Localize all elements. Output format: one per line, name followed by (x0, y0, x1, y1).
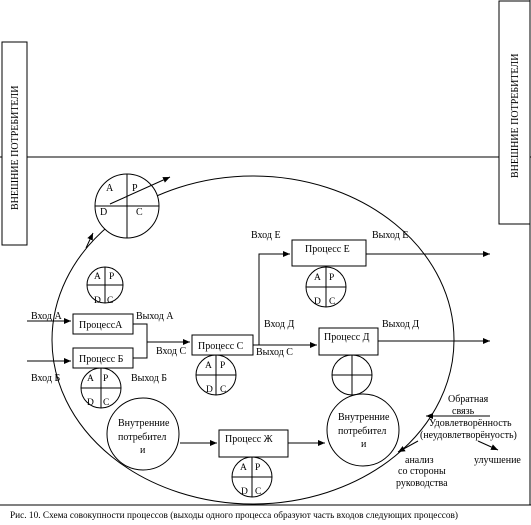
feedback-label-1: Обратная (448, 394, 489, 405)
output-d-label: Выход Д (382, 319, 419, 330)
input-e-arrow (258, 251, 290, 345)
process-e-box: Процесс Е (291, 239, 367, 267)
pdca-p-label: P (132, 183, 138, 194)
process-c-box: Процесс С (191, 334, 254, 356)
input-e-label: Вход Е (251, 230, 281, 241)
pdca-cycle-b: A P D C (80, 367, 122, 409)
external-consumers-box-left (1, 41, 28, 246)
process-zh-box: Процесс Ж (218, 429, 289, 458)
input-b-label: Вход Б (31, 373, 60, 384)
analysis-label-3: руководства (396, 478, 448, 489)
svg-text:A: A (240, 463, 247, 473)
process-a-box: ПроцессА (72, 313, 134, 335)
external-consumers-label-right: ВНЕШНИЕ ПОТРЕБИТЕЛИ (510, 54, 521, 178)
input-a-label: Вход А (31, 311, 62, 322)
svg-text:C: C (103, 398, 109, 408)
svg-text:D: D (94, 296, 101, 306)
improvement-branch-arrow (477, 440, 499, 451)
pdca-cycle-large: A P D C (94, 173, 171, 239)
svg-text:и: и (140, 445, 146, 456)
pdca-d-label: D (100, 207, 107, 218)
improvement-arrow (109, 176, 171, 205)
svg-text:C: C (220, 385, 226, 395)
svg-text:C: C (107, 296, 113, 306)
input-d-label: Вход Д (264, 319, 294, 330)
svg-text:Процесс Ж: Процесс Ж (225, 434, 273, 445)
svg-text:D: D (241, 487, 248, 497)
svg-text:потребител: потребител (118, 432, 166, 443)
svg-text:A: A (87, 374, 94, 384)
output-b-label: Выход Б (131, 373, 167, 384)
pdca-cycle-a: A P D C (86, 266, 124, 306)
svg-text:A: A (205, 361, 212, 371)
svg-text:P: P (329, 273, 334, 283)
external-consumers-box-right (498, 0, 531, 225)
svg-text:потребител: потребител (338, 426, 386, 437)
svg-text:Внутренние: Внутренние (118, 418, 170, 429)
pdca-c-label: C (136, 207, 143, 218)
svg-text:A: A (94, 272, 101, 282)
svg-text:и: и (361, 439, 367, 450)
svg-text:Процесс Е: Процесс Е (305, 244, 350, 255)
svg-text:Внутренние: Внутренние (338, 412, 390, 423)
svg-text:Процесс Д: Процесс Д (324, 332, 370, 343)
process-b-box: Процесс Б (72, 347, 134, 369)
organization-ellipse (51, 175, 455, 505)
svg-text:D: D (206, 385, 213, 395)
internal-consumers-left: Внутренние потребител и (106, 397, 180, 471)
satisfaction-label-2: (неудовлетворёнуость) (420, 430, 517, 441)
analysis-label-1: анализ (405, 455, 434, 466)
svg-text:P: P (255, 463, 260, 473)
svg-text:C: C (255, 487, 261, 497)
pdca-cycle-c: A P D C (195, 354, 237, 396)
bracket-ab (133, 323, 148, 359)
pdca-cycle-e: A P D C (305, 266, 347, 308)
svg-text:ПроцессА: ПроцессА (79, 320, 123, 331)
output-a-label: Выход А (136, 311, 174, 322)
cycle-arrow (85, 232, 94, 249)
svg-text:D: D (87, 398, 94, 408)
improvement-label: улучшение (474, 455, 521, 466)
svg-text:P: P (103, 374, 108, 384)
process-d-box: Процесс Д (318, 327, 379, 356)
output-e-label: Выход Е (372, 230, 408, 241)
analysis-arrow (397, 440, 419, 453)
analysis-label-2: со стороны (398, 466, 446, 477)
svg-text:Процесс Б: Процесс Б (79, 354, 124, 365)
pdca-cycle-zh: A P D C (231, 456, 273, 498)
pdca-cycle-d (331, 354, 373, 396)
pdca-a-label: A (106, 183, 114, 194)
svg-text:A: A (314, 273, 321, 283)
svg-text:P: P (109, 272, 114, 282)
feedback-label-2: связь (452, 406, 475, 417)
internal-consumers-right: Внутренние потребител и (326, 393, 400, 467)
figure-caption: Рис. 10. Схема совокупности процессов (в… (10, 510, 458, 521)
svg-text:C: C (329, 297, 335, 307)
svg-text:Процесс С: Процесс С (198, 341, 244, 352)
external-consumers-label-left: ВНЕШНИЕ ПОТРЕБИТЕЛИ (10, 86, 21, 210)
svg-text:P: P (220, 361, 225, 371)
satisfaction-label-1: Удовлетворённость (429, 418, 512, 429)
svg-text:D: D (314, 297, 321, 307)
input-c-label: Вход С (156, 346, 186, 357)
output-c-label-1: Выход С (256, 347, 293, 358)
